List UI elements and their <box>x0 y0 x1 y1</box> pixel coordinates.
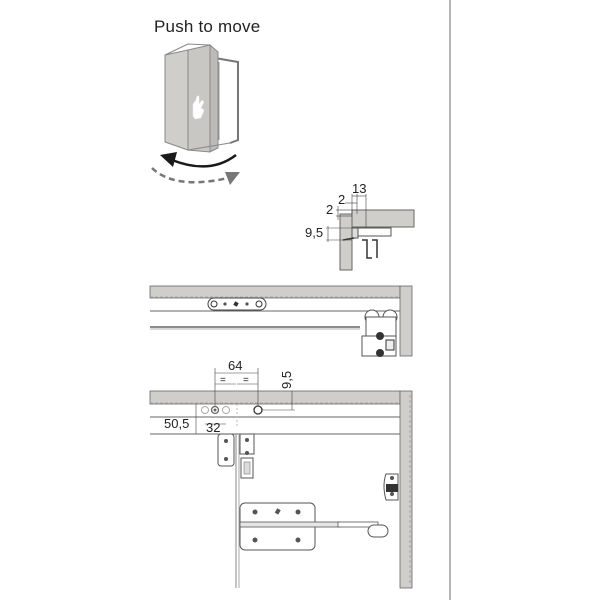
folding-door-illustration <box>164 43 239 153</box>
dim-equal-left: = <box>220 375 226 386</box>
dim-64: 64 <box>228 358 242 373</box>
dim-2-vertical: 2 <box>326 202 333 217</box>
hand-push-icon <box>192 95 205 120</box>
bottom-detail-drawing: 64 = = 9,5 50,5 32 <box>149 358 413 589</box>
top-detail-drawing: 13 2 2 9,5 <box>305 181 415 271</box>
curved-arrow-icon <box>160 152 237 168</box>
dim-50-5: 50,5 <box>164 416 189 431</box>
dim-13: 13 <box>352 181 366 196</box>
dim-32: 32 <box>206 420 220 435</box>
dim-9-5-top: 9,5 <box>305 225 323 240</box>
dim-2-horizontal: 2 <box>338 192 345 207</box>
page-title: Push to move <box>154 17 261 36</box>
vertical-divider <box>449 0 451 600</box>
middle-track-drawing <box>149 285 413 357</box>
dim-equal-right: = <box>243 375 249 386</box>
dashed-curved-arrow-icon <box>151 167 240 185</box>
dim-9-5-bottom: 9,5 <box>279 371 294 389</box>
